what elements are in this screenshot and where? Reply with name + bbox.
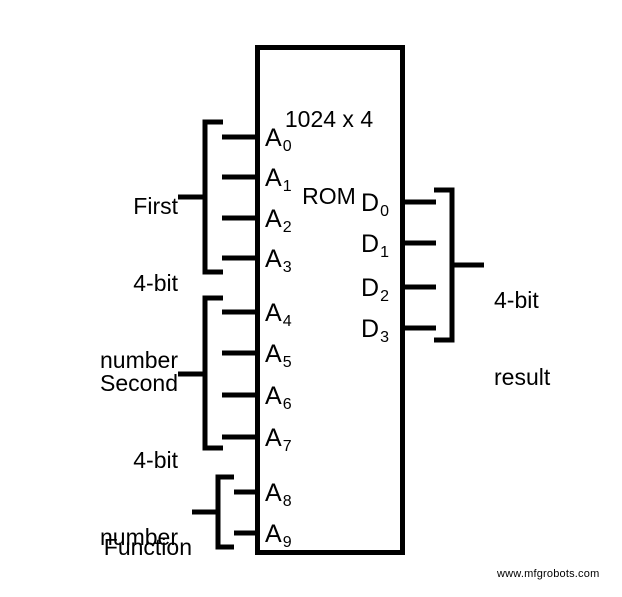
pin-label-a2: A2 [265, 205, 292, 236]
group-label-result-line-2: result [494, 363, 551, 390]
pin-label-a6: A6 [265, 382, 292, 413]
pin-label-d3: D3 [361, 315, 389, 346]
pin-label-a7: A7 [265, 424, 292, 455]
pin-label-a9: A9 [265, 520, 292, 551]
group-label-first-line-1: First [133, 192, 178, 219]
group-label-function-line-1: Function [103, 533, 192, 560]
group-label-result-line-1: 4-bit [494, 286, 539, 313]
pin-label-d2: D2 [361, 274, 389, 305]
chip-title-line-2: ROM [302, 182, 356, 209]
pin-label-a3: A3 [265, 245, 292, 276]
group-label-function-control: Function control [42, 483, 192, 597]
bracket-first-4bit-number [178, 119, 223, 275]
group-label-second-line-2: 4-bit [133, 446, 178, 473]
pin-label-a4: A4 [265, 299, 292, 330]
pin-label-d0: D0 [361, 189, 389, 220]
watermark-text: www.mfgrobots.com [497, 568, 600, 580]
group-label-second-4bit-number: Second 4-bit number [50, 319, 178, 597]
group-label-4bit-result: 4-bit result [494, 236, 614, 442]
group-label-first-line-3: number [100, 347, 178, 373]
group-label-first-line-2: 4-bit [133, 269, 178, 296]
bracket-4bit-result [434, 187, 484, 343]
pin-label-a5: A5 [265, 340, 292, 371]
bracket-second-4bit-number [178, 295, 223, 451]
chip-title: 1024 x 4 ROM [255, 55, 403, 261]
chip-title-line-1: 1024 x 4 [284, 105, 374, 132]
pin-label-a8: A8 [265, 479, 292, 510]
address-pin-leads [222, 134, 257, 536]
rom-chip-box [255, 45, 405, 555]
pin-label-a0: A0 [265, 124, 292, 155]
group-label-first-4bit-number: First 4-bit number [60, 142, 178, 425]
data-pin-leads [402, 199, 436, 331]
pin-label-a1: A1 [265, 164, 292, 195]
group-label-second-line-1: Second [99, 369, 178, 396]
bracket-function-control [192, 474, 234, 550]
group-label-second-line-3: number [100, 524, 178, 550]
pin-label-d1: D1 [361, 230, 389, 261]
